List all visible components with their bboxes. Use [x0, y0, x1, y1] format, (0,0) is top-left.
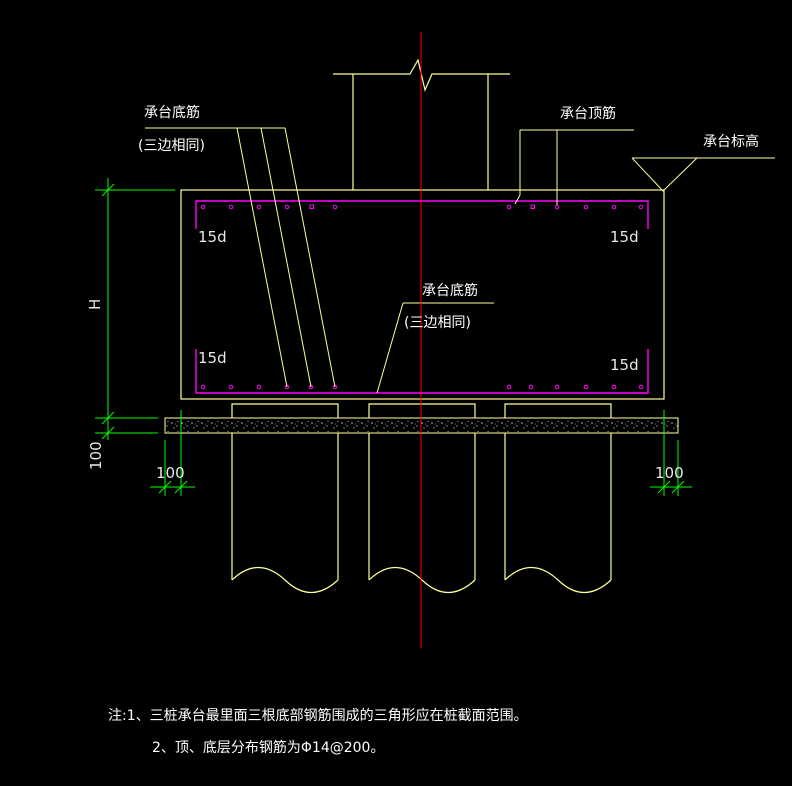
pile-left — [231, 403, 339, 593]
label-bottom-bar-mid: 承台底筋 — [422, 282, 478, 299]
anchorage-bottom-right: 15d — [610, 356, 639, 374]
note-line-1: 注:1、三桩承台最里面三根底部钢筋围成的三角形应在桩截面范围。 — [108, 707, 528, 724]
label-bottom-bar-top-sub: (三边相同) — [138, 138, 205, 154]
dimension-left-offset: 100 — [156, 464, 185, 482]
bottom-rebar — [195, 349, 649, 394]
top-rebar — [195, 200, 649, 229]
label-bottom-bar-mid-sub: (三边相同) — [404, 315, 471, 331]
rebar-cage — [195, 200, 649, 394]
anchorage-top-left: 15d — [198, 228, 227, 246]
leaders — [145, 127, 775, 394]
pile-cap-outline — [180, 189, 665, 400]
dimension-height: H — [86, 299, 104, 310]
label-top-bar: 承台顶筋 — [560, 105, 616, 122]
dimension-right-offset: 100 — [655, 464, 684, 482]
anchorage-top-right: 15d — [610, 228, 639, 246]
dimension-cushion: 100 — [87, 441, 105, 470]
pile-middle — [368, 403, 476, 593]
label-elevation: 承台标高 — [703, 133, 759, 150]
note-line-2: 2、顶、底层分布钢筋为Φ14@200。 — [152, 739, 384, 756]
pile-right — [504, 403, 612, 593]
piles — [231, 403, 612, 593]
label-bottom-bar-top: 承台底筋 — [144, 104, 200, 121]
anchorage-bottom-left: 15d — [198, 349, 227, 367]
dimensions — [95, 178, 692, 496]
